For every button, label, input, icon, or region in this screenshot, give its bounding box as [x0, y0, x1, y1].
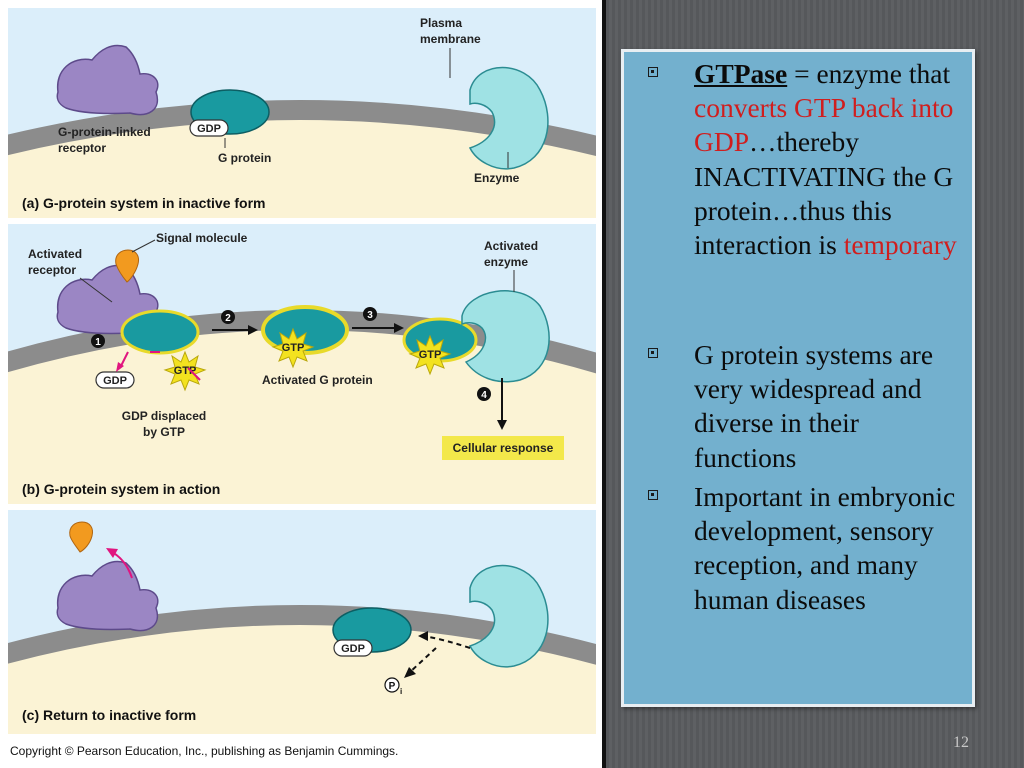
gtpase-text-1: = enzyme that — [787, 58, 951, 89]
panel-b: GTP GTP GTP GDP 1 2 3 — [8, 224, 596, 504]
gdp-displaced-label-1: GDP displaced — [122, 409, 206, 423]
gtp-label-3: GTP — [419, 349, 442, 361]
gtpase-red-1: converts GTP back into GDP — [694, 92, 954, 158]
g-protein-figure: GDP Plasma membrane G-protein-linked rec… — [0, 0, 606, 768]
gtpase-term: GTPase — [694, 58, 788, 89]
activated-receptor-label-2: receptor — [28, 263, 76, 277]
activated-enzyme-label-1: Activated — [484, 239, 538, 253]
receptor-shape — [56, 44, 159, 116]
gtpase-text-2: …thereby INACTIVATING the G protein…thus… — [694, 126, 954, 261]
bullet-widespread: G protein systems are very widespread an… — [648, 338, 960, 475]
enzyme-shape — [468, 66, 549, 170]
gdp-displaced-label-2: by GTP — [143, 425, 185, 439]
widespread-text: G protein systems are very widespread an… — [694, 339, 934, 473]
pi-label: P — [389, 681, 396, 692]
bullet-icon — [648, 490, 658, 500]
gdp-label-b: GDP — [103, 375, 127, 387]
enzyme-label: Enzyme — [474, 171, 520, 185]
panel-c-caption: (c) Return to inactive form — [22, 707, 196, 723]
signal-molecule-shape-c — [69, 521, 93, 553]
step-1: 1 — [95, 337, 101, 348]
phosphate-icon — [384, 677, 400, 693]
step-4: 4 — [481, 390, 487, 401]
cellular-response-box — [442, 436, 564, 460]
panel-b-caption: (b) G-protein system in action — [22, 481, 220, 497]
step-2: 2 — [225, 313, 231, 324]
activated-gprotein-label: Activated G protein — [262, 373, 373, 387]
gdp-label-c: GDP — [341, 643, 365, 655]
membrane-label: membrane — [420, 32, 481, 46]
cellular-response-label: Cellular response — [453, 441, 554, 455]
gdp-tag — [189, 119, 229, 137]
plasma-label: Plasma — [420, 16, 462, 30]
signal-molecule-label: Signal molecule — [156, 231, 248, 245]
step-3: 3 — [367, 310, 373, 321]
bullet-gtpase: GTPase = enzyme that converts GTP back i… — [648, 57, 960, 262]
activated-enzyme-label-2: enzyme — [484, 255, 528, 269]
gtp-label-1: GTP — [174, 365, 197, 377]
page-number: 12 — [953, 734, 969, 751]
gdp-label: GDP — [197, 123, 221, 135]
pi-subscript: i — [400, 687, 402, 696]
activated-receptor-label-1: Activated — [28, 247, 82, 261]
text-panel — [621, 49, 975, 707]
gprotein-label: G protein — [218, 151, 271, 165]
signal-molecule-shape — [115, 249, 139, 283]
gtp-label-2: GTP — [282, 342, 305, 354]
copyright-text: Copyright © Pearson Education, Inc., pub… — [10, 744, 398, 758]
activated-enzyme-shape — [461, 290, 550, 383]
important-text: Important in embryonic development, sens… — [694, 481, 956, 615]
panel-c: GDP P i (c) Return to inactive form — [8, 510, 596, 734]
receptor-label-2: receptor — [58, 141, 106, 155]
figure-svg: GDP Plasma membrane G-protein-linked rec… — [8, 8, 596, 758]
bullet-icon — [648, 348, 658, 358]
panel-a: GDP Plasma membrane G-protein-linked rec… — [8, 8, 596, 218]
receptor-shape-c — [56, 560, 159, 632]
panel-a-caption: (a) G-protein system in inactive form — [22, 195, 266, 211]
receptor-label-1: G-protein-linked — [58, 125, 151, 139]
bullet-important: Important in embryonic development, sens… — [648, 480, 960, 617]
gtpase-red-2: temporary — [843, 229, 957, 261]
enzyme-shape-c — [468, 564, 549, 668]
bullet-icon — [648, 67, 658, 77]
